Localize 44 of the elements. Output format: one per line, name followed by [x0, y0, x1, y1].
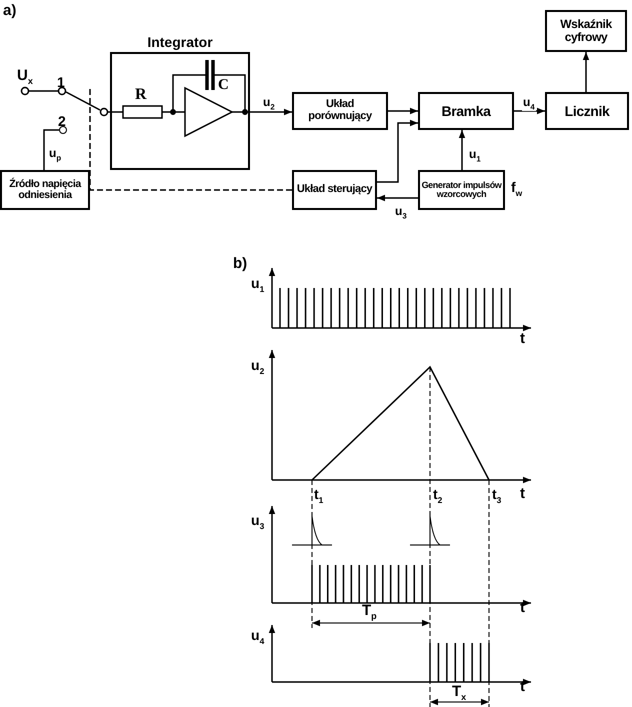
axis-label: t	[520, 331, 525, 346]
terminal-circle	[59, 126, 67, 134]
box-label: Źródło napięcia odniesienia	[8, 178, 82, 202]
arrow	[377, 120, 418, 183]
axis-label: u$_{4}$	[251, 628, 264, 646]
time-label: t$_{2}$	[433, 487, 442, 504]
process-box	[292, 92, 388, 130]
time-label: t$_{1}$	[314, 487, 324, 504]
arrow	[582, 52, 590, 92]
time-label: T$_{p}$	[362, 603, 377, 621]
axis-label: u$_{1}$	[251, 276, 264, 294]
arrow	[250, 108, 292, 116]
arrow	[458, 130, 466, 170]
process-box	[292, 170, 377, 210]
arrow	[514, 108, 545, 114]
box-label: Bramka	[442, 104, 490, 118]
time-label: T$_{x}$	[452, 684, 466, 702]
time-label: t$_{3}$	[492, 487, 502, 504]
box-label: Licznik	[564, 104, 610, 118]
axis-label: u$_{2}$	[251, 358, 264, 376]
component-label: C	[218, 78, 229, 93]
component-label: R	[135, 87, 147, 103]
panel-label: b)	[233, 256, 248, 271]
axis-label: u$_{3}$	[251, 513, 264, 530]
arrow	[377, 194, 418, 202]
box-label: Generator impulsów wzorcowych	[420, 180, 503, 200]
dashed-link	[89, 86, 292, 191]
box-label: Układ sterujący	[296, 184, 372, 196]
process-box	[418, 92, 514, 130]
process-box	[0, 170, 90, 210]
wire	[43, 129, 59, 170]
terminal-label: 2	[58, 114, 66, 128]
box-title: Integrator	[146, 35, 214, 49]
process-box	[418, 170, 505, 210]
terminal-label: 1	[57, 75, 65, 89]
frequency-label: f$_{w}$	[511, 180, 522, 198]
arrow	[388, 108, 418, 114]
process-box	[545, 10, 627, 52]
process-box	[545, 92, 629, 130]
terminal-label: U$_{x}$	[17, 68, 33, 86]
panel-label: a)	[3, 3, 16, 18]
box-label: Wskaźnik cyfrowy	[559, 18, 613, 44]
axis-label: t	[520, 486, 525, 501]
box-label: Układ porównujący	[307, 99, 373, 123]
